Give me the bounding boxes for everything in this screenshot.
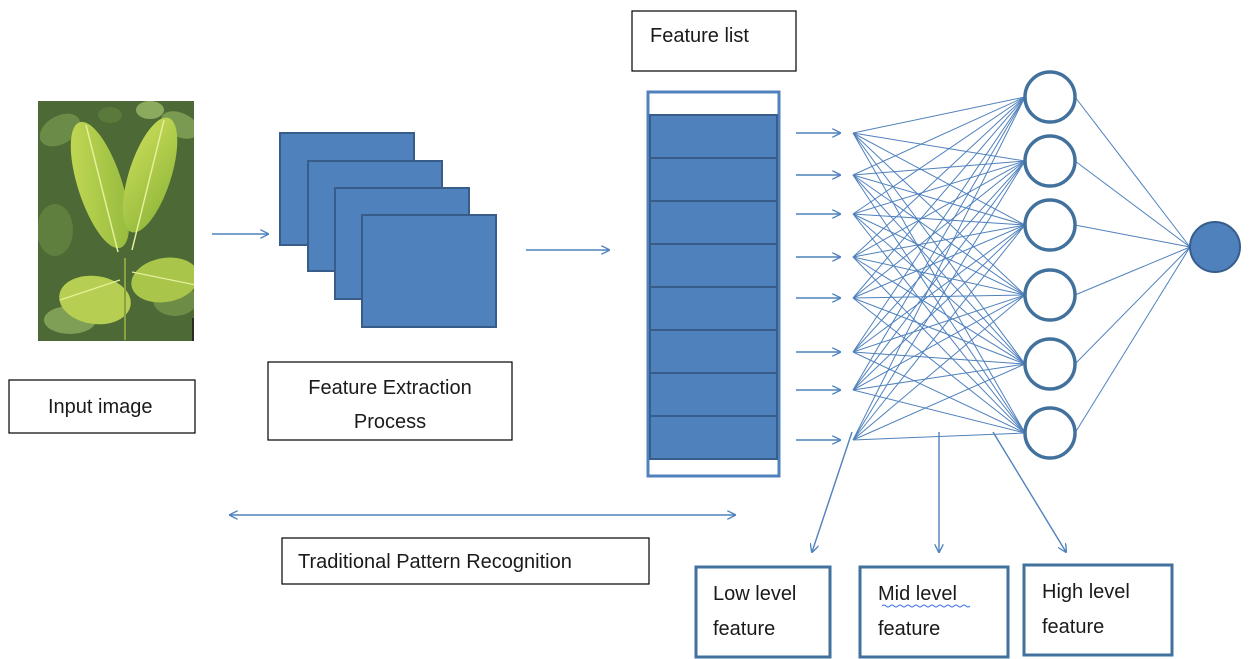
feature-cell bbox=[649, 286, 778, 331]
hidden-node bbox=[1023, 406, 1077, 460]
input-hidden-connection bbox=[852, 132, 1026, 162]
mid-level-label-line1: Mid level bbox=[878, 583, 957, 605]
output-node bbox=[1189, 221, 1241, 273]
hidden-node bbox=[1023, 268, 1077, 322]
hidden-output-connection bbox=[1074, 246, 1191, 434]
feature-cell bbox=[649, 157, 778, 202]
input-hidden-connection bbox=[852, 160, 1026, 353]
input-hidden-connection bbox=[852, 294, 1026, 353]
input-hidden-connection bbox=[852, 351, 1026, 434]
feature-list-arrows bbox=[796, 133, 840, 440]
input-hidden-connection bbox=[852, 160, 1026, 176]
input-hidden-connection bbox=[852, 294, 1026, 299]
feature-map-4 bbox=[361, 214, 497, 328]
input-hidden-connection bbox=[852, 213, 1026, 226]
hidden-output-connection bbox=[1074, 224, 1191, 248]
input-hidden-connection bbox=[852, 132, 1026, 296]
input-hidden-connection bbox=[852, 132, 1026, 226]
hidden-layer bbox=[1023, 70, 1077, 460]
input-hidden-connection bbox=[852, 174, 1026, 226]
high-level-label-line1: High level bbox=[1042, 581, 1130, 603]
input-hidden-connection bbox=[852, 213, 1026, 296]
input-hidden-connection bbox=[852, 389, 1026, 434]
input-hidden-connection bbox=[852, 363, 1026, 441]
leaf-photo bbox=[38, 101, 194, 341]
input-hidden-connection bbox=[852, 96, 1026, 258]
input-hidden-connection bbox=[852, 96, 1026, 176]
mid-level-spellcheck-underline bbox=[881, 604, 971, 608]
input-hidden-connection bbox=[852, 96, 1026, 215]
input-hidden-connection bbox=[852, 256, 1026, 365]
hidden-output-connection bbox=[1074, 246, 1191, 365]
input-hidden-connection bbox=[852, 96, 1026, 134]
input-hidden-connection bbox=[852, 224, 1026, 258]
network-connections bbox=[852, 96, 1191, 441]
input-image-box bbox=[8, 379, 196, 434]
input-hidden-connection bbox=[852, 174, 1026, 434]
traditional-pattern-box bbox=[281, 537, 650, 585]
input-hidden-connection bbox=[852, 96, 1026, 441]
feature-extraction-box bbox=[267, 361, 513, 441]
hidden-output-connection bbox=[1074, 246, 1191, 296]
input-hidden-connection bbox=[852, 96, 1026, 299]
arrow-to-low-level bbox=[812, 431, 853, 552]
hidden-node bbox=[1023, 70, 1077, 124]
input-hidden-connection bbox=[852, 294, 1026, 441]
hidden-node bbox=[1023, 198, 1077, 252]
input-hidden-connection bbox=[852, 224, 1026, 353]
input-hidden-connection bbox=[852, 160, 1026, 441]
input-image-label: Input image bbox=[48, 396, 153, 418]
feature-list-title-box bbox=[631, 10, 797, 72]
input-hidden-connection bbox=[852, 224, 1026, 441]
traditional-pattern-label: Traditional Pattern Recognition bbox=[298, 551, 572, 573]
mid-level-box bbox=[858, 565, 1010, 659]
input-hidden-connection bbox=[852, 224, 1026, 391]
arrow-to-high-level bbox=[992, 431, 1066, 552]
feature-cell bbox=[649, 329, 778, 374]
input-hidden-connection bbox=[852, 160, 1026, 391]
hidden-node bbox=[1023, 134, 1077, 188]
low-level-label-line2: feature bbox=[713, 618, 775, 640]
input-hidden-connection bbox=[852, 160, 1026, 258]
feature-extraction-label-line1: Feature Extraction bbox=[308, 377, 471, 399]
low-level-box bbox=[694, 565, 832, 659]
high-level-label-line2: feature bbox=[1042, 616, 1104, 638]
input-hidden-connection bbox=[852, 363, 1026, 391]
input-hidden-connection bbox=[852, 294, 1026, 391]
hidden-output-connection bbox=[1074, 96, 1191, 248]
feature-extraction-label-line2: Process bbox=[354, 411, 426, 433]
feature-cell bbox=[649, 243, 778, 288]
input-hidden-connection bbox=[852, 160, 1026, 299]
mid-level-label-line2: feature bbox=[878, 618, 940, 640]
feature-maps-stack bbox=[279, 132, 497, 328]
input-hidden-connection bbox=[852, 96, 1026, 391]
feature-cell bbox=[649, 200, 778, 245]
input-hidden-connection bbox=[852, 351, 1026, 365]
hidden-node bbox=[1023, 337, 1077, 391]
hidden-output-connection bbox=[1074, 160, 1191, 248]
input-hidden-connection bbox=[852, 96, 1026, 353]
input-hidden-connection bbox=[852, 160, 1026, 215]
input-hidden-connection bbox=[852, 132, 1026, 365]
feature-cell bbox=[649, 114, 778, 159]
high-level-box bbox=[1022, 563, 1174, 657]
input-hidden-connection bbox=[852, 224, 1026, 299]
feature-list-title: Feature list bbox=[650, 25, 749, 47]
low-level-label-line1: Low level bbox=[713, 583, 796, 605]
feature-list-column bbox=[646, 90, 781, 478]
feature-cell bbox=[649, 415, 778, 460]
feature-cell bbox=[649, 372, 778, 417]
